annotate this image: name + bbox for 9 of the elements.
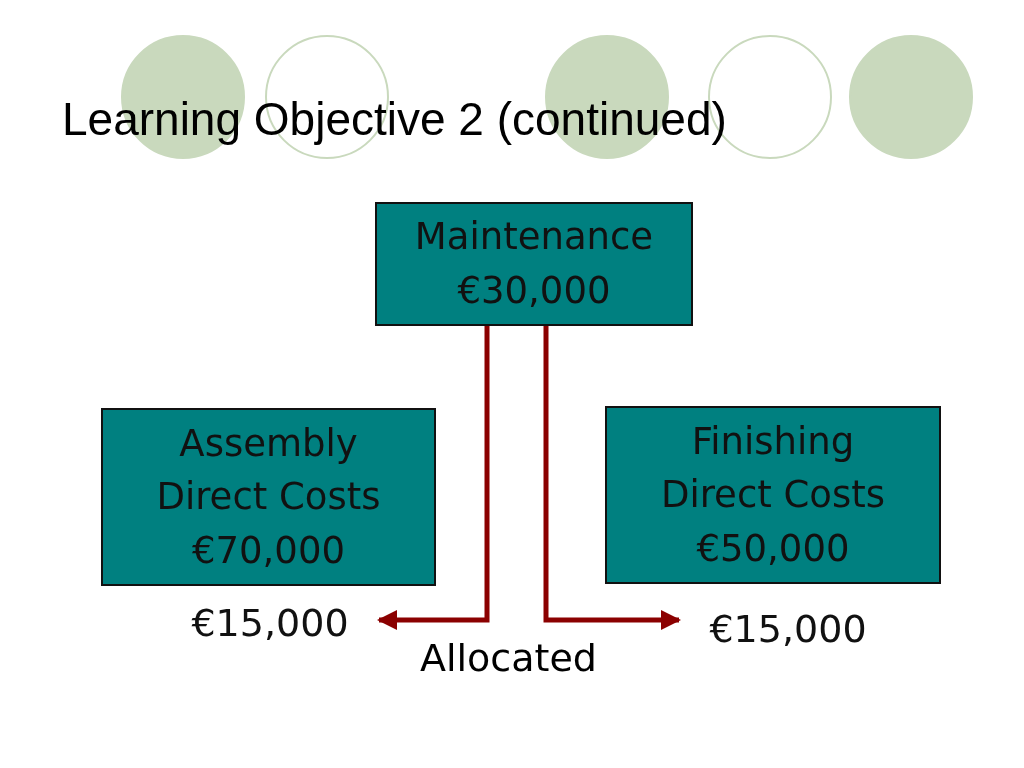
- amount-text: €15,000: [165, 597, 375, 649]
- cost-box: Assembly Direct Costs €70,000: [101, 408, 436, 586]
- arrow: [377, 326, 490, 630]
- amount-text: €15,000: [683, 603, 893, 655]
- cost-box: Maintenance €30,000: [375, 202, 693, 326]
- arrow: [543, 326, 681, 630]
- slide-title: Learning Objective 2 (continued): [62, 92, 727, 146]
- caption-text: Allocated: [420, 636, 597, 680]
- cost-box: Finishing Direct Costs €50,000: [605, 406, 941, 584]
